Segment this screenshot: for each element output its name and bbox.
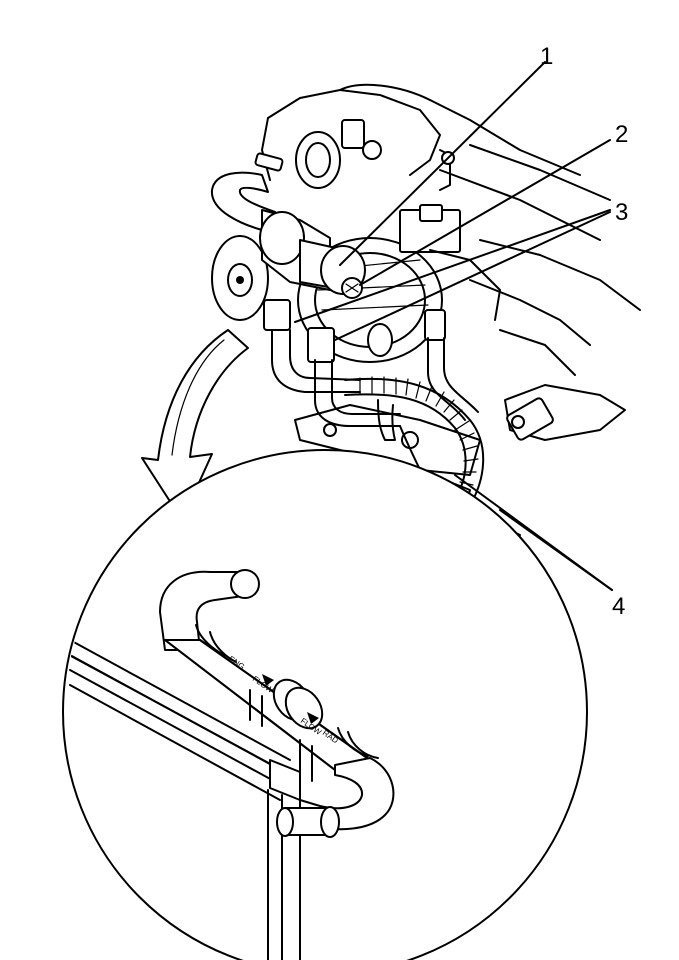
- callout-3: 3: [615, 199, 628, 226]
- callout-2: 2: [615, 121, 628, 148]
- callouts: 1 2 3 4 5: [538, 43, 628, 698]
- callout-4: 4: [612, 593, 625, 620]
- flow-arrow-left: [262, 674, 274, 686]
- detail-hose: ENG FLOW FLOW RAD: [159, 569, 395, 838]
- flow-arrow-right: [307, 712, 319, 724]
- detail-view: ENG FLOW FLOW RAD: [62, 449, 588, 960]
- callout-1: 1: [540, 43, 553, 70]
